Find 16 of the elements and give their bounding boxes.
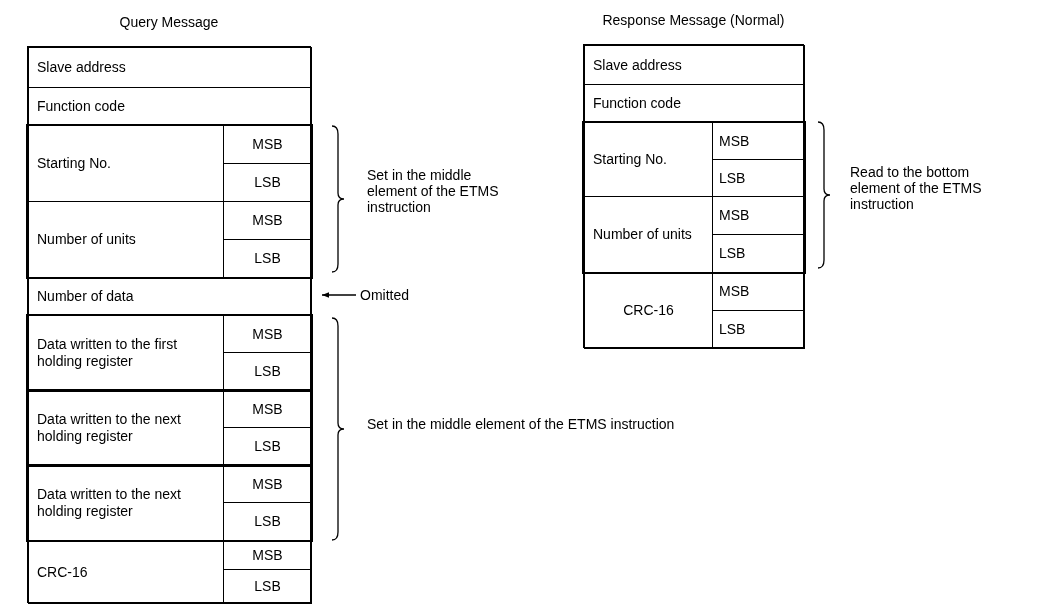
- byte-cell: LSB: [712, 310, 805, 349]
- note-text: Omitted: [360, 284, 409, 306]
- table-title: Response Message (Normal): [602, 12, 785, 29]
- field-cell: Function code: [28, 87, 312, 126]
- field-cell: Slave address: [28, 47, 312, 88]
- field-cell: Slave address: [584, 45, 805, 85]
- field-cell: Number of data: [28, 277, 312, 316]
- field-cell: CRC-16: [584, 272, 713, 349]
- table-title: Query Message: [119, 14, 219, 31]
- annotation-text: Read to the bottom element of the ETMS instruction: [850, 164, 983, 212]
- arrow: [321, 292, 357, 298]
- byte-cell: LSB: [223, 569, 312, 604]
- annotation-text: Set in the middle element of the ETMS instruction: [367, 416, 676, 432]
- field-cell: Function code: [584, 84, 805, 123]
- field-cell: CRC-16: [28, 540, 224, 604]
- annotation-text: Set in the middle element of the ETMS instruction: [367, 167, 500, 215]
